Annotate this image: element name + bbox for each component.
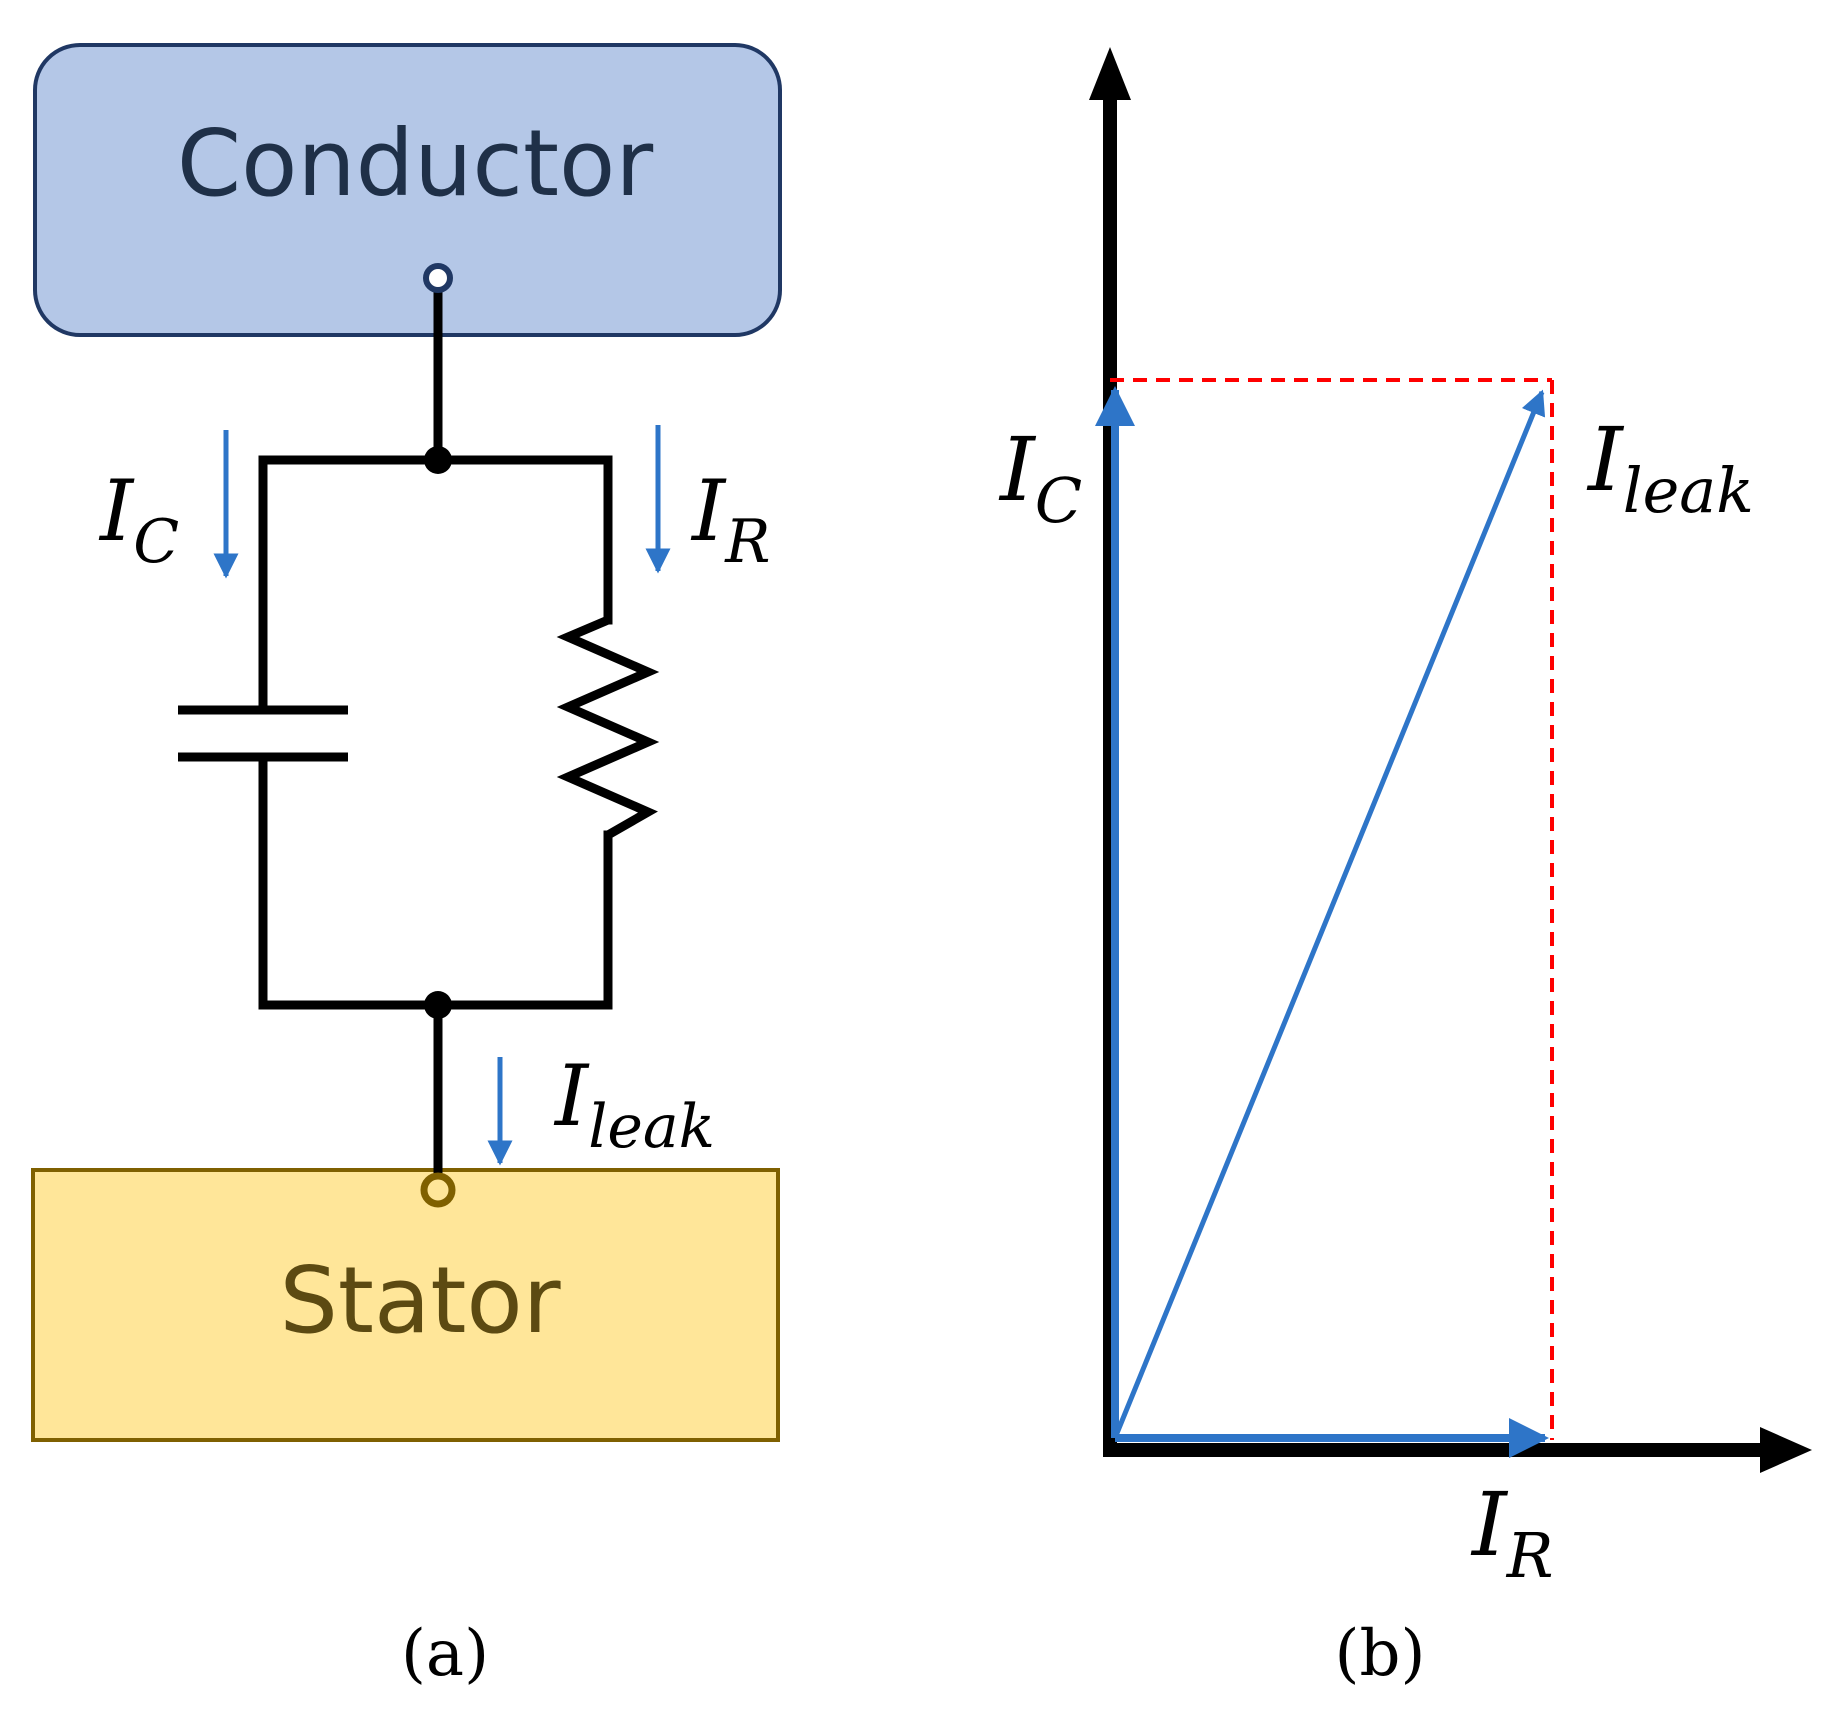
panel-b-phasor: IC Ileak IR (b) [998, 47, 1812, 1691]
ir-label-a: IR [690, 462, 770, 577]
conductor-terminal [423, 263, 453, 293]
stator-block [31, 1168, 780, 1442]
circuit-wires [258, 282, 613, 1175]
bottom-junction-dot [424, 991, 452, 1019]
panel-a-caption: (a) [401, 1617, 489, 1691]
ic-label-b: IC [998, 418, 1082, 537]
panel-b-caption: (b) [1335, 1617, 1426, 1691]
ir-label-b: IR [1470, 1473, 1553, 1592]
capacitor-symbol [178, 705, 348, 762]
top-junction-dot [424, 446, 452, 474]
horizontal-axis-arrowhead [1760, 1427, 1812, 1473]
conductor-block [33, 43, 782, 337]
stator-label: Stator [279, 1247, 560, 1354]
panel-a-circuit: Conductor Stator IC [31, 43, 782, 1691]
ileak-label-a: Ileak [553, 1047, 715, 1162]
ic-label-a: IC [98, 462, 179, 577]
ileak-label-b: Ileak [1586, 408, 1754, 527]
resistor-symbol [556, 615, 660, 839]
vertical-axis-arrowhead [1089, 47, 1131, 100]
conductor-label: Conductor [177, 110, 653, 217]
stator-terminal [420, 1172, 456, 1208]
ileak-phasor [1112, 389, 1546, 1439]
projection-dashed-lines [1110, 378, 1554, 1440]
